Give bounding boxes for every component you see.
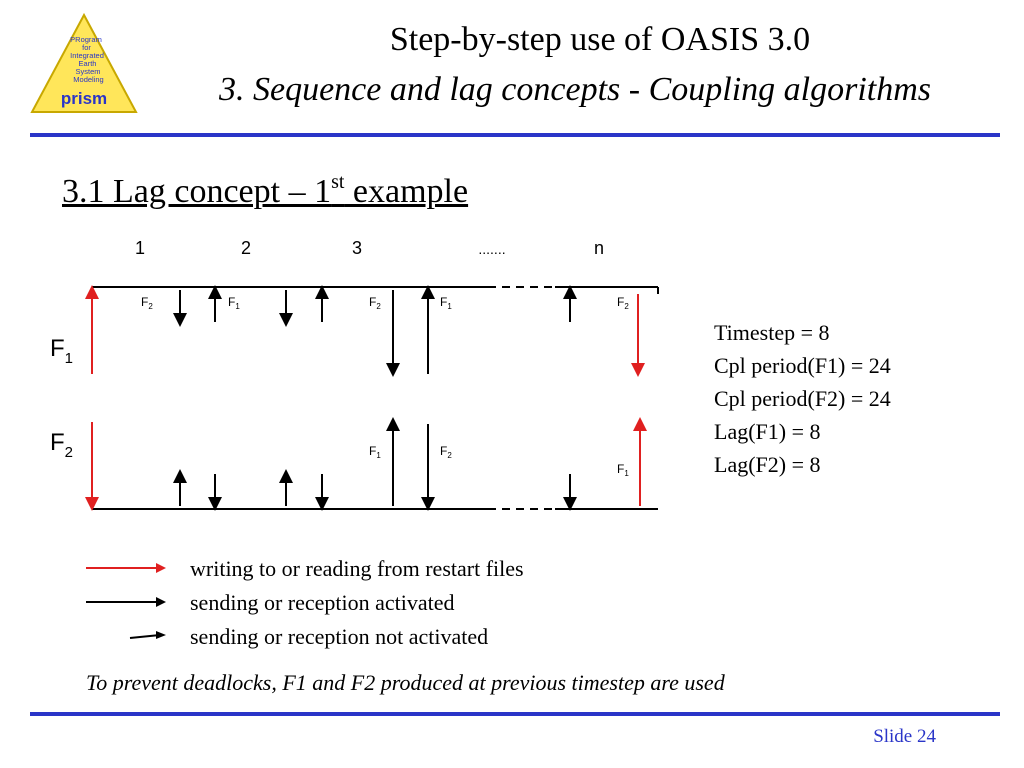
row-label-f2: F2	[50, 429, 73, 461]
arrow-label-f2: F2	[440, 444, 452, 460]
legend: writing to or reading from restart files…	[84, 552, 684, 657]
legend-label-restart: writing to or reading from restart files	[190, 556, 524, 581]
param-cpl-period-f2: Cpl period(F2) = 24	[714, 386, 891, 411]
legend-item-activated: sending or reception activated	[84, 588, 684, 622]
logo-text-line: System	[75, 67, 100, 76]
section-heading: 3.1 Lag concept – 1st example	[62, 172, 468, 212]
legend-item-restart: writing to or reading from restart files	[84, 554, 684, 588]
lag-sequence-diagram: 1 2 3 ....... n F1 F2 F2 F1 F2 F1 F2 F1 …	[50, 238, 659, 511]
logo-text-line: Modeling	[73, 75, 103, 84]
arrow-label-f2: F2	[369, 295, 381, 311]
timeline-top	[92, 286, 659, 294]
row-label-f1: F1	[50, 335, 73, 367]
slide-title: Step-by-step use of OASIS 3.0	[389, 21, 811, 58]
section-heading-text: 3.1 Lag concept – 1	[62, 173, 332, 210]
footer-divider	[30, 712, 1000, 716]
timestep-label-1: 1	[135, 238, 145, 258]
timestep-label-3: 3	[352, 238, 362, 258]
param-lag-f1: Lag(F1) = 8	[714, 419, 821, 444]
timestep-label-n: n	[594, 238, 604, 258]
legend-item-not-activated: sending or reception not activated	[84, 622, 684, 656]
timestep-label-ellipsis: .......	[478, 241, 505, 257]
deadlock-note: To prevent deadlocks, F1 and F2 produced…	[86, 670, 725, 695]
logo-text-line: Earth	[79, 59, 97, 68]
logo-text-line: Integrated	[70, 51, 104, 60]
arrow-label-f2: F2	[617, 295, 629, 311]
param-timestep: Timestep = 8	[714, 320, 830, 345]
section-heading-sup: st	[331, 171, 345, 193]
arrow-label-f1: F1	[617, 462, 629, 478]
coupling-parameters: Timestep = 8 Cpl period(F1) = 24 Cpl per…	[714, 316, 891, 481]
arrow-label-f1: F1	[228, 295, 240, 311]
timestep-label-2: 2	[241, 238, 251, 258]
param-lag-f2: Lag(F2) = 8	[714, 452, 821, 477]
slide-number: Slide 24	[873, 726, 936, 747]
logo-name: prism	[61, 89, 107, 108]
prism-logo: PRogramforIntegratedEarthSystemModeling …	[30, 12, 138, 113]
param-cpl-period-f1: Cpl period(F1) = 24	[714, 353, 891, 378]
short-black-arrow-icon	[129, 631, 166, 639]
legend-label-not-activated: sending or reception not activated	[190, 624, 489, 649]
arrow-label-f1: F1	[440, 295, 452, 311]
logo-text-line: for	[82, 43, 91, 52]
slide-subtitle: 3. Sequence and lag concepts - Coupling …	[218, 71, 931, 108]
logo-triangle	[30, 12, 138, 113]
logo-text-line: PRogram	[70, 35, 102, 44]
legend-label-activated: sending or reception activated	[190, 590, 455, 615]
arrow-label-f2: F2	[141, 295, 153, 311]
black-arrow-icon	[86, 597, 166, 607]
arrow-label-f1: F1	[369, 444, 381, 460]
section-heading-suffix: example	[344, 173, 469, 210]
header-divider	[30, 133, 1000, 137]
red-arrow-icon	[86, 563, 166, 573]
